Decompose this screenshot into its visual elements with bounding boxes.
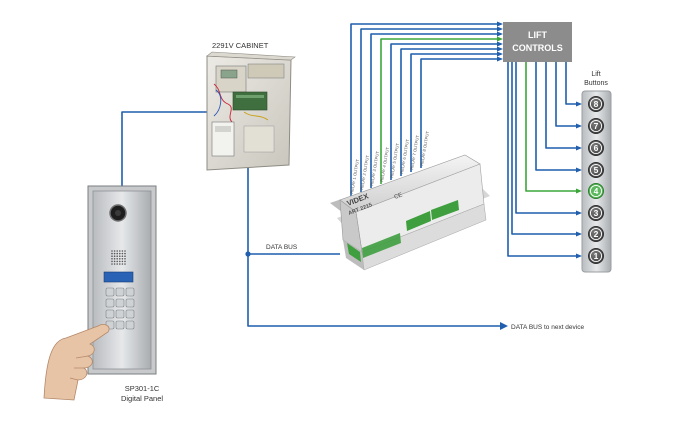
relay-label-8: RELAY 8 OUTPUT [419,130,430,166]
lift-arrow-head-4 [576,188,582,194]
wire-lift-button-8 [565,62,578,105]
keypad-key [105,298,115,308]
wire-relay-6 [400,48,500,176]
relay-arrow-head-6 [497,46,503,52]
lift-buttons-title-line2: Buttons [584,80,608,87]
wire-relay-7 [410,53,500,172]
relay-arrow-head-3 [497,31,503,37]
wire-lift-button-7 [555,62,578,127]
keypad-key [105,287,115,297]
relay-label-5: RELAY 5 OUTPUT [389,142,400,178]
keypad-key [125,298,135,308]
relay-label-2: RELAY 2 OUTPUT [359,154,370,190]
wire-data-bus-main [247,166,500,327]
lift-buttons-panel: Lift Buttons 8 7 6 5 4 3 2 1 [581,71,612,273]
lift-controls-box: LIFT CONTROLS [503,22,572,62]
lift-button-7: 7 [588,118,604,134]
wire-lift-button-5 [535,62,578,171]
relay-label-1: RELAY 1 OUTPUT [349,158,360,194]
relay-label-6: RELAY 6 OUTPUT [399,138,410,174]
lift-button-label-7: 7 [594,121,599,131]
lift-controls-line2: CONTROLS [512,43,563,53]
lift-button-label-6: 6 [594,143,599,153]
keypad-key [115,287,125,297]
panel-name-line2: Digital Panel [121,394,163,403]
lift-button-label-3: 3 [594,208,599,218]
keypad-key [125,320,135,330]
data-bus-next-label: DATA BUS to next device [511,324,584,331]
lift-button-2: 2 [588,226,604,242]
wire-relay-5 [390,43,500,180]
wire-relay-8 [420,58,500,168]
wire-relay-1 [350,23,500,196]
wire-panel-to-cabinet [121,111,207,186]
lift-button-1: 1 [588,248,604,264]
wire-relay-4 [380,38,500,184]
module-ce-mark: CE [394,192,404,201]
wire-lift-button-1 [507,62,578,257]
wire-relay-2 [360,28,500,192]
panel-name-line1: SP301-1C [125,384,160,393]
wire-lift-button-4 [525,62,578,192]
keypad-key [105,309,115,319]
lift-arrow-head-8 [576,101,582,107]
keypad-key [125,309,135,319]
relay-label-3: RELAY 3 OUTPUT [369,150,380,186]
relay-label-4: RELAY 4 OUTPUT [379,146,390,182]
lift-button-6: 6 [588,140,604,156]
relay-arrow-head-7 [497,51,503,57]
wire-lift-button-6 [545,62,578,149]
lift-button-4: 4 [588,183,604,199]
relay-arrow-head-1 [497,21,503,27]
wire-lift-button-3 [515,62,578,214]
lift-button-label-8: 8 [594,99,599,109]
data-bus-label: DATA BUS [266,244,298,251]
lift-arrow-head-7 [576,123,582,129]
relay-arrow-head-4 [497,36,503,42]
cabinet: 2291V CABINET [206,41,296,171]
lift-buttons-title-line1: Lift [591,71,600,78]
keypad-key [115,320,125,330]
keypad-key [115,298,125,308]
lift-button-label-2: 2 [594,229,599,239]
lift-button-5: 5 [588,162,604,178]
lift-button-label-1: 1 [594,251,599,261]
lift-arrow-head-2 [576,231,582,237]
lift-arrow-head-5 [576,167,582,173]
lift-arrow-head-1 [576,253,582,259]
data-bus-junction [245,251,251,257]
wires [121,21,582,330]
relay-arrow-head-2 [497,26,503,32]
cabinet-label: 2291V CABINET [212,41,269,50]
door-entry-panel: SP301-1C Digital Panel [43,185,163,403]
lift-button-label-4: 4 [594,186,599,196]
data-bus-arrow-head [500,322,508,330]
wire-lift-button-2 [511,62,578,235]
keypad-key [125,287,135,297]
lift-controls-line1: LIFT [528,30,547,40]
relay-arrow-head-5 [497,41,503,47]
lift-button-8: 8 [588,96,604,112]
relay-label-7: RELAY 7 OUTPUT [409,134,420,170]
keypad-key [115,309,125,319]
relay-arrow-head-8 [497,56,503,62]
lift-arrow-head-3 [576,210,582,216]
lift-button-3: 3 [588,205,604,221]
lift-button-label-5: 5 [594,165,599,175]
wire-relay-3 [370,33,500,188]
lift-arrow-head-6 [576,145,582,151]
